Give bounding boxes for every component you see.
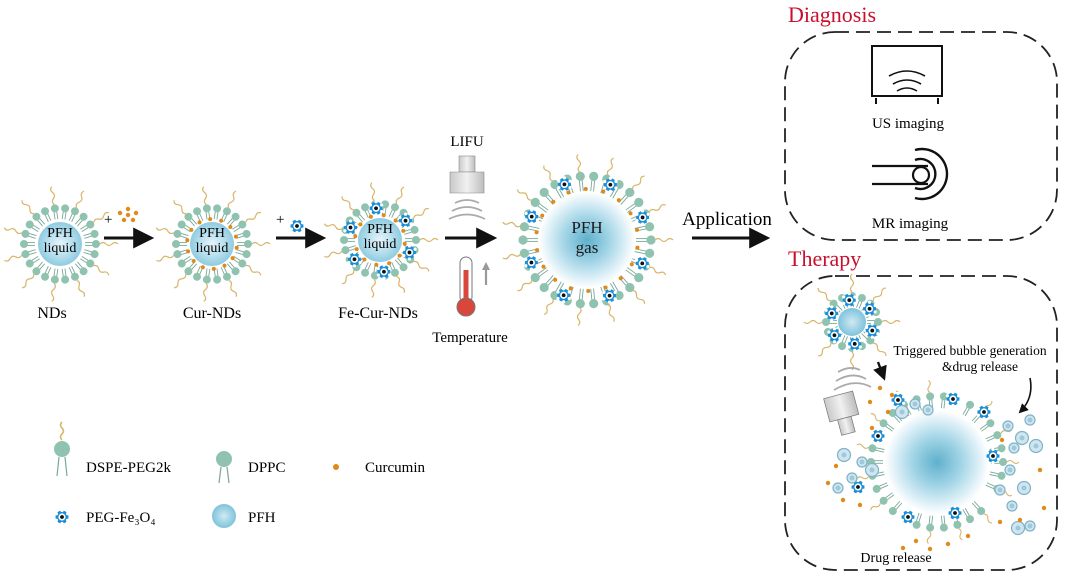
curcumin-dots-reagent [117,206,139,223]
trigger-label-line1: Triggered bubble generation [893,343,1046,358]
legend-fe3o4-label: PEG-Fe₃O₄ [86,510,156,526]
mri-scanner-icon [872,147,949,201]
trigger-arrow-right [1018,377,1032,414]
legend-dppc-label: DPPC [248,460,286,476]
us-imaging-label: US imaging [872,116,945,132]
diagnosis-title: Diagnosis [788,2,876,27]
ultrasound-probe-icon [448,155,486,220]
ultrasound-screen-icon [871,45,943,104]
lifu-label: LIFU [450,134,484,150]
cur-nds-core-text-1: PFH [199,226,225,241]
bubble-core-text-2: gas [576,238,599,257]
therapy-panel-border [784,275,1058,571]
fe-cur-nds-core-text-2: liquid [364,237,397,252]
legend: DSPE-PEG2k DPPC Curcumin PEG-Fe₃O₄ PFH [54,421,425,528]
therapy-bursting-bubble [825,380,1047,552]
cur-nds-label: Cur-NDs [183,305,241,322]
nds-core-text-2: liquid [44,241,77,256]
diagnosis-panel-border [784,31,1058,241]
legend-dspe-peg2k-icon [54,421,70,477]
cur-nds-nanodroplet [155,186,271,302]
fe-cur-nds-nanodroplet [323,182,439,298]
nds-core-text-1: PFH [47,226,73,241]
drug-release-label: Drug release [860,551,931,566]
nds-label: NDs [37,305,66,322]
therapy-ultrasound-probe-icon [823,367,872,436]
therapy-fe-cur-nd [803,273,901,371]
fe3o4-reagent-icon [289,217,305,235]
legend-curcumin-icon [333,464,339,470]
fe-cur-nds-core-text-1: PFH [367,222,393,237]
plus-sign-2: + [276,212,284,228]
fe-cur-nds-label: Fe-Cur-NDs [338,305,418,322]
legend-pfh-label: PFH [248,510,276,526]
mr-imaging-label: MR imaging [872,216,949,232]
legend-fe3o4-icon [54,508,70,526]
thermometer-icon [456,256,490,317]
trigger-arrow-left [873,361,887,381]
temperature-label: Temperature [432,330,508,346]
plus-sign-1: + [104,212,112,228]
therapy-title: Therapy [788,246,861,271]
application-label: Application [682,209,772,230]
pfh-gas-microbubble [502,154,674,326]
bubble-core-text-1: PFH [571,218,602,237]
legend-dppc-icon [216,451,232,484]
nds-nanodroplet [3,186,119,302]
legend-pfh-icon [212,504,236,528]
trigger-label-line2: &drug release [942,359,1018,374]
legend-curcumin-label: Curcumin [365,460,425,476]
legend-dspe-label: DSPE-PEG2k [86,460,172,476]
cur-nds-core-text-2: liquid [196,241,229,256]
